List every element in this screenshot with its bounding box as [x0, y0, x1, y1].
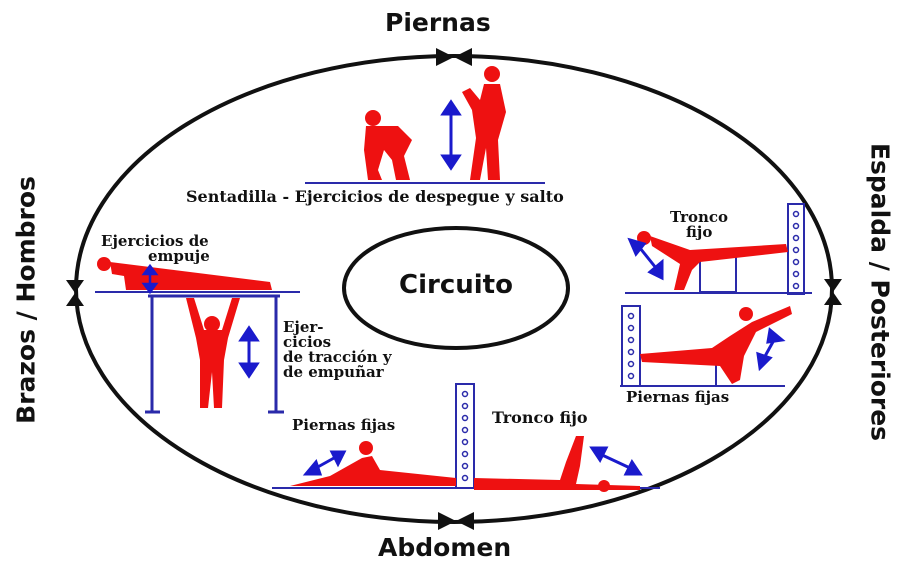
pull-label-line: cicios: [283, 333, 332, 351]
squat-figure-icon: [364, 110, 412, 180]
back-trunk-label-line: Tronco: [670, 208, 729, 226]
center-circle: [342, 226, 570, 350]
abs-ladder: [455, 383, 475, 489]
top-marker: [436, 48, 472, 66]
right-marker: [824, 279, 842, 305]
back-trunk-arrow-icon: [627, 237, 664, 281]
pull-label-line: Ejer-: [283, 318, 324, 336]
abs-trunk-arrow-icon: [589, 446, 643, 476]
push-label-line: empuje: [148, 247, 210, 265]
jump-figure-icon: [462, 66, 506, 180]
section-top-label: Piernas: [385, 8, 491, 37]
abs-legs-figure-icon: [290, 441, 456, 486]
left-marker: [66, 280, 84, 306]
section-bottom-label: Abdomen: [378, 533, 512, 562]
abs-trunk-figure-icon: [474, 436, 640, 492]
center-title: Circuito: [399, 270, 513, 300]
abs-trunk-label: Tronco fijo: [492, 408, 588, 427]
back-legs-arrow-icon: [756, 327, 786, 372]
abs-legs-arrow-icon: [302, 450, 347, 476]
back-trunk-label-line: fijo: [686, 223, 713, 241]
back-legs-label: Piernas fijas: [626, 388, 730, 406]
pull-label-line: de empuñar: [283, 363, 384, 381]
back-legs-figure-icon: [640, 306, 792, 384]
bottom-marker: [438, 512, 474, 530]
abs-legs-label: Piernas fijas: [292, 416, 396, 434]
back-ladder-1: [787, 203, 805, 295]
pull-arrow-icon: [238, 325, 260, 379]
jump-arrow-icon: [440, 99, 462, 171]
push-label: Ejercicios de empuje: [100, 234, 210, 264]
pull-label-line: de tracción y: [283, 348, 392, 366]
pull-label: Ejer- cicios de tracción y de empuñar: [283, 320, 392, 380]
push-label-line: Ejercicios de: [101, 232, 209, 250]
pullup-frame: [145, 294, 284, 414]
squat-label: Sentadilla - Ejercicios de despegue y sa…: [186, 187, 564, 206]
back-ladder-2: [621, 305, 641, 387]
push-arrow-icon: [141, 263, 159, 295]
back-bench: [699, 255, 737, 293]
section-right-label: Espalda / Posteriores: [865, 142, 895, 442]
back-trunk-label: Tronco fijo: [670, 210, 728, 240]
pullup-figure-icon: [186, 298, 240, 408]
section-left-label: Brazos / Hombros: [11, 176, 41, 424]
